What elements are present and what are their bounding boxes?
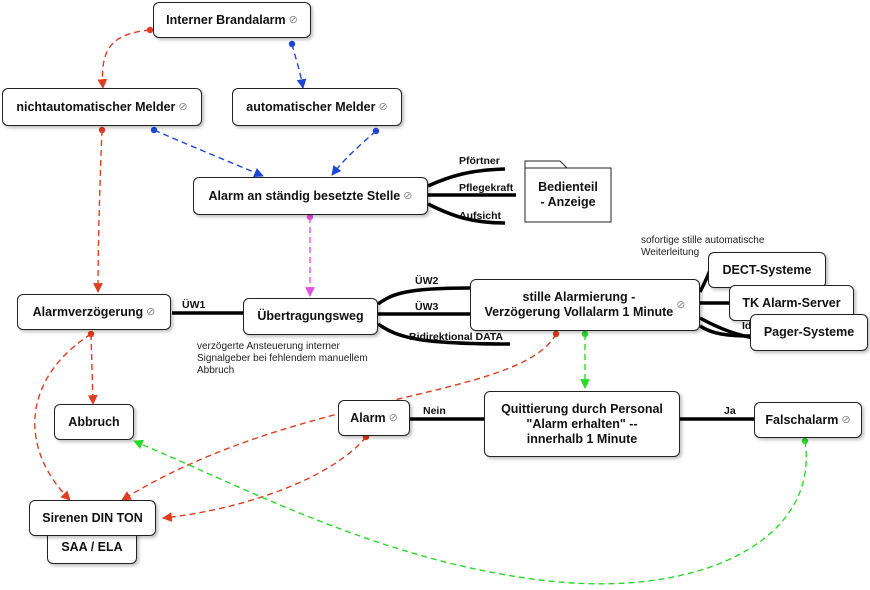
dot-red-1 [146, 26, 154, 34]
dot-green-1 [581, 330, 589, 338]
node-label: Interner Brandalarm [166, 12, 286, 27]
arrow-nichtautomatisch-verzoegerung [93, 129, 103, 293]
arrows [34, 29, 807, 585]
node-bedienteil-anzeige[interactable]: Bedienteil - Anzeige [525, 168, 611, 222]
node-sirenen-din-ton[interactable]: Sirenen DIN TON [29, 500, 156, 536]
label-nein: Nein [423, 405, 446, 417]
node-nichtautomatischer-melder[interactable]: nichtautomatischer Melder⊘ [2, 88, 202, 126]
label-uew3: ÜW3 [415, 301, 439, 313]
node-pager-systeme[interactable]: Pager-Systeme [750, 314, 868, 351]
node-label: SAA / ELA [61, 539, 123, 554]
node-label: Pager-Systeme [763, 325, 855, 339]
node-quittierung[interactable]: Quittierung durch Personal "Alarm erhalt… [484, 391, 680, 457]
node-alarmverzoegerung[interactable]: Alarmverzögerung⊘ [17, 294, 171, 330]
arrow-nichtautomatisch-stelle [153, 129, 264, 178]
dot-magenta-1 [306, 213, 314, 221]
node-label: Alarm an ständig besetzte Stelle [208, 188, 401, 203]
dot-red-4 [552, 330, 560, 338]
paperclip-icon: ⊘ [403, 189, 413, 202]
paperclip-icon: ⊘ [676, 298, 686, 311]
node-label: Alarm [350, 410, 386, 425]
dot-blue-1 [288, 40, 296, 48]
arrow-falschalarm-abbruch [133, 439, 807, 585]
branch-pfoertner [427, 167, 506, 188]
node-label: stille Alarmierung - Verzögerung Vollala… [484, 290, 674, 319]
node-interner-brandalarm[interactable]: Interner Brandalarm⊘ [153, 2, 311, 38]
dot-red-3 [87, 330, 95, 338]
dot-green-2 [801, 437, 809, 445]
dot-blue-2 [150, 126, 158, 134]
node-alarm[interactable]: Alarm⊘ [338, 400, 410, 436]
arrow-brandalarm-nichtautomatisch [97, 29, 151, 89]
node-abbruch[interactable]: Abbruch [54, 404, 134, 440]
arrow-origin-dots [87, 26, 809, 445]
arrow-verzoegerung-abbruch [87, 333, 98, 405]
arrow-verzoegerung-sirenen [34, 333, 92, 501]
note-weiterleitung: sofortige stille automatische Weiterleit… [641, 235, 765, 258]
node-label: TK Alarm-Server [742, 295, 841, 310]
node-label: Sirenen DIN TON [42, 510, 143, 525]
label-ja: Ja [724, 405, 736, 417]
label-uew1: ÜW1 [182, 299, 206, 311]
paperclip-icon: ⊘ [378, 100, 388, 113]
dot-red-2 [98, 126, 106, 134]
label-uew2: ÜW2 [415, 275, 439, 287]
arrow-automatisch-stelle [331, 130, 377, 176]
node-label: Bedienteil - Anzeige [538, 180, 598, 209]
branch-aufsicht [427, 202, 506, 225]
label-aufsicht: Aufsicht [459, 210, 501, 222]
branch-uew2 [376, 286, 471, 306]
node-label: DECT-Systeme [722, 262, 812, 277]
node-dect-systeme[interactable]: DECT-Systeme [708, 252, 826, 288]
paperclip-icon: ⊘ [178, 100, 188, 113]
note-verzoegerte: verzögerte Ansteuerung interner Signalge… [197, 341, 368, 376]
arrow-brandalarm-automatisch [291, 43, 307, 89]
node-label: Abbruch [68, 414, 120, 429]
dot-blue-3 [372, 127, 380, 135]
node-label: nichtautomatischer Melder [16, 99, 176, 114]
paperclip-icon: ⊘ [146, 305, 156, 318]
node-label: automatischer Melder [246, 99, 376, 114]
node-alarm-staendig-besetzte-stelle[interactable]: Alarm an ständig besetzte Stelle⊘ [193, 177, 428, 215]
arrow-alarm-sirenen [162, 436, 367, 522]
node-automatischer-melder[interactable]: automatischer Melder⊘ [232, 88, 402, 126]
label-pflegekraft: Pflegekraft [459, 182, 514, 194]
label-bidirektional: Bidirektional DATA [409, 331, 504, 343]
node-stille-alarmierung[interactable]: stille Alarmierung - Verzögerung Vollala… [470, 279, 700, 331]
paperclip-icon: ⊘ [288, 13, 298, 26]
paperclip-icon: ⊘ [841, 413, 851, 426]
label-pfoertner: Pförtner [459, 155, 500, 167]
node-uebertragungsweg[interactable]: Übertragungsweg [243, 298, 378, 335]
paperclip-icon: ⊘ [388, 411, 398, 424]
node-falschalarm[interactable]: Falschalarm⊘ [754, 402, 862, 438]
label-id: Id [742, 320, 752, 332]
node-label: Übertragungsweg [257, 309, 364, 323]
node-label: Quittierung durch Personal "Alarm erhalt… [501, 401, 663, 446]
branch-bidirektional [376, 322, 511, 346]
node-label: Falschalarm [765, 412, 839, 427]
node-label: Alarmverzögerung [32, 304, 144, 319]
